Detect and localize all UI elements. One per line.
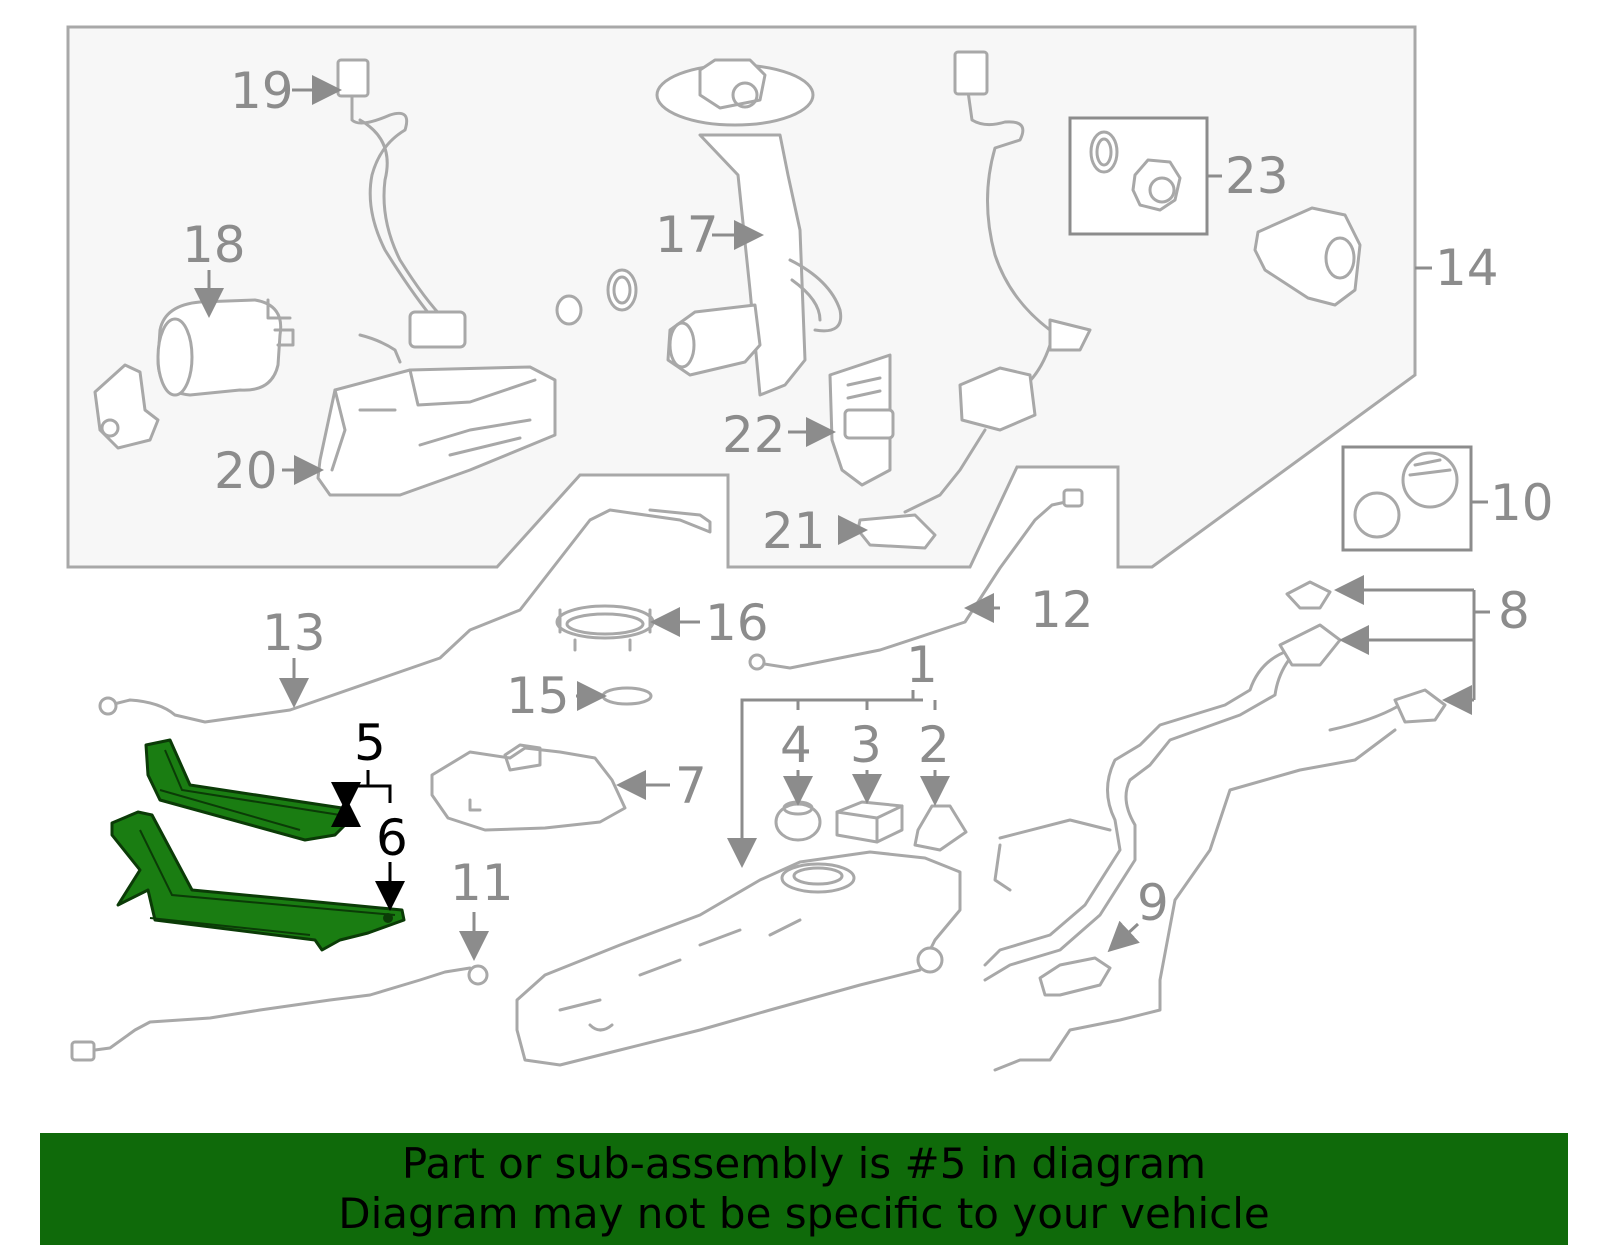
- fuel-tank-part-1: [515, 850, 962, 1067]
- callout-7: 7: [675, 757, 707, 815]
- fuel-line-part-11: [78, 966, 482, 1054]
- gasket-part-15: [601, 686, 653, 706]
- fuel-filter-part-18: [93, 298, 295, 450]
- callout-16: 16: [705, 594, 769, 652]
- reservoir-part-20: [316, 365, 557, 497]
- info-banner: Part or sub-assembly is #5 in diagram Di…: [40, 1133, 1568, 1245]
- lock-ring-part-16: [555, 604, 655, 652]
- callout-17: 17: [655, 206, 719, 264]
- callout-22: 22: [722, 406, 786, 464]
- valve-kit-part-23: [1068, 116, 1209, 236]
- tank-strap-part-6: [110, 810, 406, 952]
- callout-9: 9: [1137, 874, 1169, 932]
- clamp-part-9: [1038, 956, 1112, 997]
- mount-part-2: [913, 804, 968, 852]
- valve-body-part-14: [1253, 206, 1362, 307]
- callout-2: 2: [918, 716, 950, 774]
- callout-3: 3: [850, 716, 882, 774]
- leader-lines: [194, 75, 1490, 961]
- callout-11: 11: [450, 854, 514, 912]
- fuel-pump-part-17: [555, 58, 843, 397]
- callout-21: 21: [762, 502, 826, 560]
- banner-line-2: Diagram may not be specific to your vehi…: [338, 1189, 1270, 1238]
- callout-18: 18: [182, 216, 246, 274]
- level-sender-part-21: [856, 50, 1092, 550]
- fuel-cap-part-10: [1341, 445, 1473, 552]
- vapor-line-part-13: [108, 508, 712, 724]
- callout-14: 14: [1435, 239, 1499, 297]
- callout-13: 13: [262, 604, 326, 662]
- heat-shield-part-7: [430, 746, 627, 832]
- callout-10: 10: [1490, 474, 1554, 532]
- callout-labels: 19 18 20 17 22 21 23 14 10 12 8 13 16 15…: [182, 62, 1554, 932]
- mount-part-3: [835, 800, 904, 844]
- sensor-harness-part-19: [336, 58, 467, 364]
- callout-5: 5: [354, 714, 386, 772]
- filler-pipe-part-8: [983, 580, 1447, 1072]
- tank-strap-part-5: [144, 738, 352, 842]
- mount-part-4: [774, 800, 822, 842]
- banner-line-1: Part or sub-assembly is #5 in diagram: [401, 1139, 1207, 1188]
- callout-1: 1: [906, 636, 938, 694]
- callout-4: 4: [780, 716, 812, 774]
- callout-12: 12: [1030, 581, 1094, 639]
- bracket-part-22: [828, 353, 895, 487]
- callout-19: 19: [230, 62, 294, 120]
- callout-6: 6: [376, 809, 408, 867]
- callout-15: 15: [506, 667, 570, 725]
- callout-20: 20: [214, 442, 278, 500]
- callout-23: 23: [1225, 147, 1289, 205]
- callout-8: 8: [1498, 582, 1530, 640]
